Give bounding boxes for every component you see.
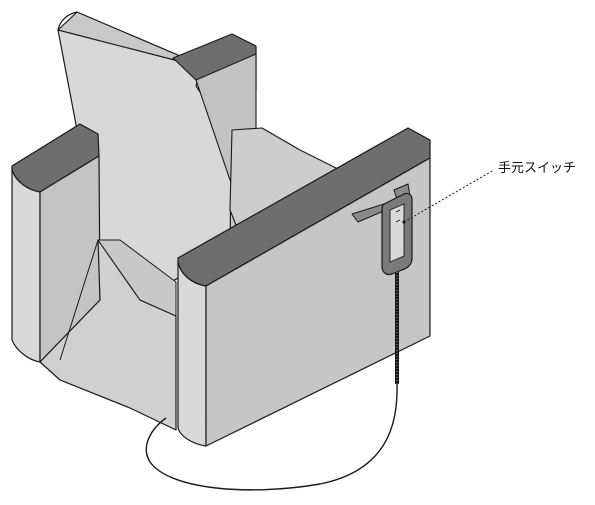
hand-switch: [381, 192, 413, 276]
hand-switch-cord: [145, 272, 399, 491]
chair-front-body: [39, 239, 177, 431]
callout-label-hand-switch: 手元スイッチ: [498, 161, 577, 176]
callout-leader: [403, 169, 495, 223]
chair-right-arm: [177, 127, 431, 447]
callout-dot: [402, 220, 406, 224]
